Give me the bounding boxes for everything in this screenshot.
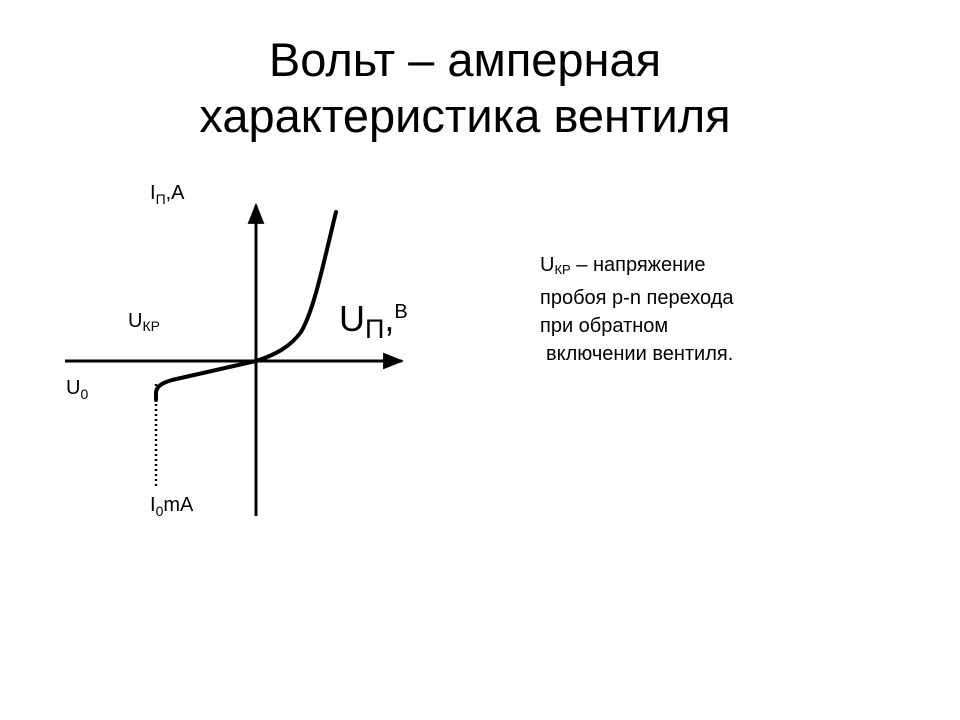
note-line-4: включении вентиля. [546,343,734,365]
x-axis-label-main: U [339,298,365,339]
i0-label-sub: 0 [156,503,164,519]
u0-label-main: U [66,377,80,399]
u0-label: U0 [66,377,88,402]
ukr-label-sub: КР [142,318,160,334]
x-axis-label: UП,В [339,298,408,344]
slide-title: Вольт – амперная характеристика вентиля [0,32,930,144]
i0-label: I0mA [150,494,194,519]
x-axis-label-unit: В [394,301,407,323]
note-line-1-rest: – напряжение [570,254,706,276]
iv-curve [154,210,338,402]
i0-label-main: I [150,494,156,516]
note-line-1: UКР – напряжение [540,251,840,284]
note-line-3: при обратном [540,315,669,337]
title-line-2: характеристика вентиля [199,89,731,142]
ukr-label: UКР [128,310,160,334]
note-symbol-main: U [540,254,555,276]
note-line-2: пробоя p-n перехода [540,287,734,309]
y-axis-label: IП,А [150,182,185,207]
y-axis-label-unit: ,А [166,182,186,204]
breakdown-note: UКР – напряжение пробоя p-n перехода при… [540,251,840,368]
i0-label-unit: mA [163,494,194,516]
u0-label-sub: 0 [80,386,88,402]
y-axis-label-main: I [150,182,156,204]
title-line-1: Вольт – амперная [268,33,662,86]
ukr-label-main: U [128,310,142,332]
note-symbol-sub: КР [554,262,571,277]
x-axis-label-comma: , [384,298,394,339]
y-axis-label-sub: П [156,191,166,207]
x-axis-label-sub: П [365,314,384,344]
